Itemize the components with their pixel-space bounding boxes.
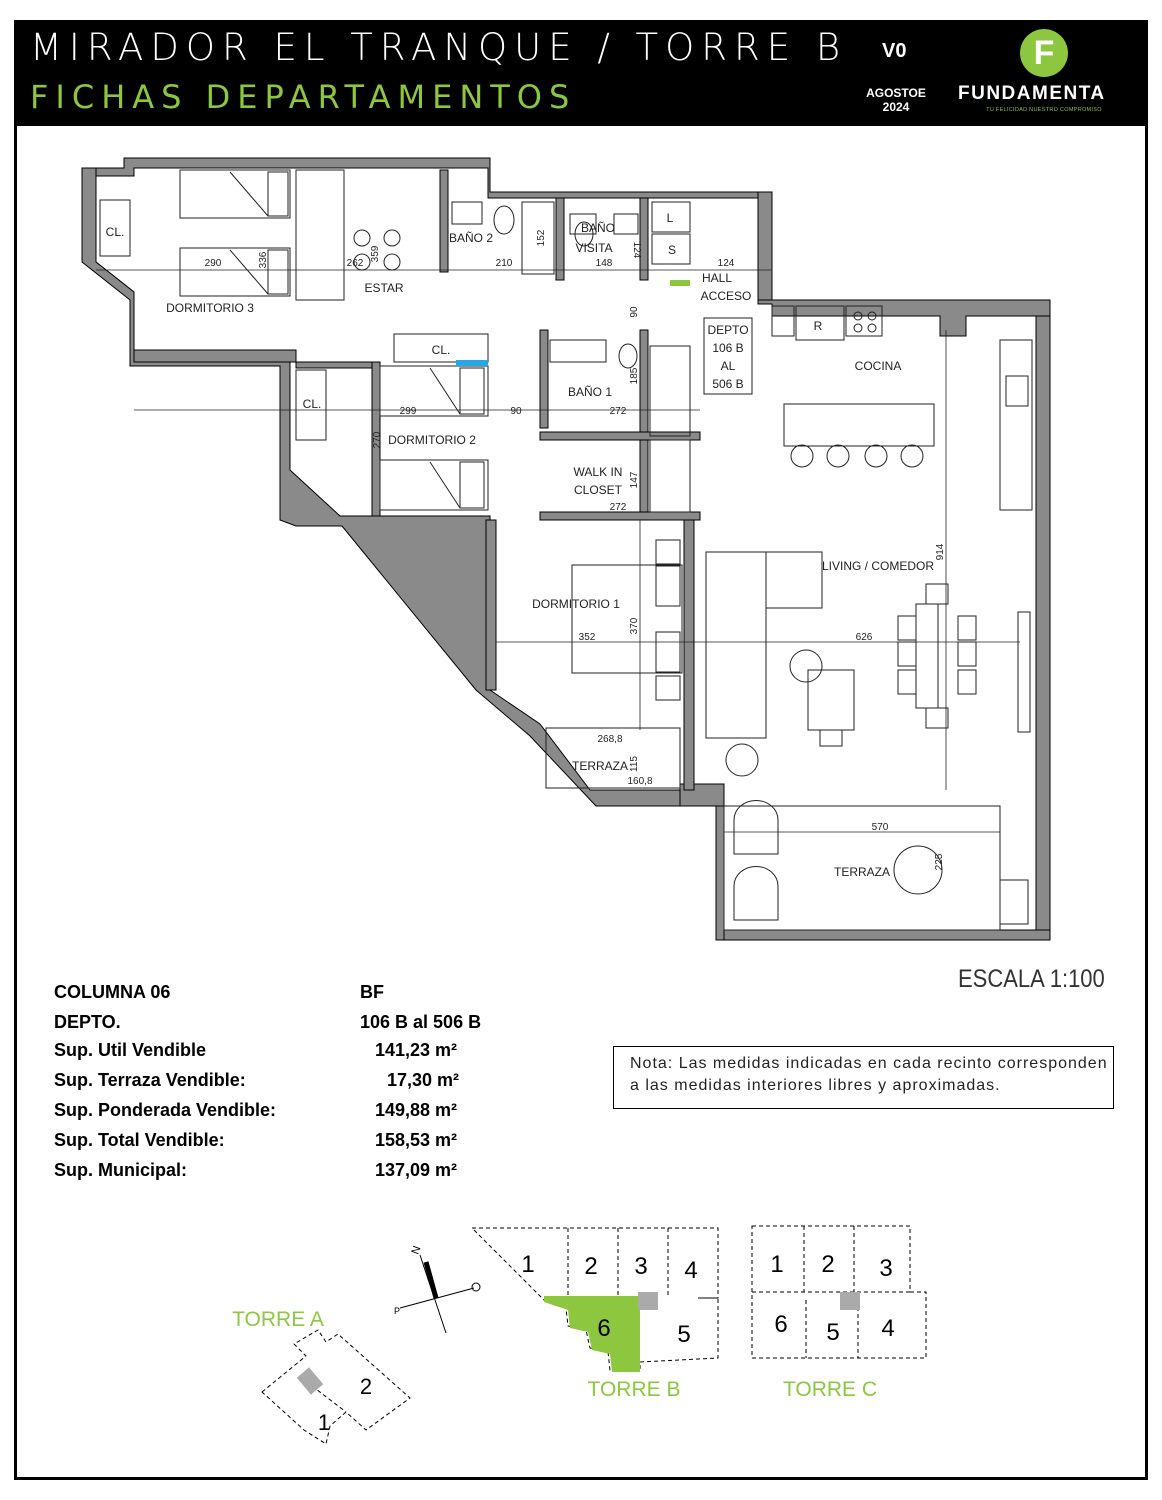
spec-value-municipal: 137,09 m² bbox=[375, 1160, 458, 1180]
room-label-dormitorio-1: DORMITORIO 1 bbox=[532, 597, 620, 611]
dimension-lines bbox=[96, 269, 1020, 833]
dim-336: 336 bbox=[258, 251, 269, 268]
room-label-bano-1: BAÑO 1 bbox=[568, 385, 612, 399]
spec-label-total: Sup. Total Vendible: bbox=[54, 1130, 225, 1150]
dim-352: 352 bbox=[579, 632, 596, 643]
room-label-estar: ESTAR bbox=[364, 281, 403, 295]
dim-268-8: 268,8 bbox=[597, 734, 622, 745]
room-label-bano-visita-1: BAÑO bbox=[581, 221, 615, 235]
window-accent bbox=[456, 360, 488, 366]
spec-value-columna: BF bbox=[360, 982, 384, 1002]
meter-accent bbox=[670, 280, 690, 286]
depto-tag-line-3: AL bbox=[721, 359, 736, 373]
project-subtitle: FICHAS DEPARTAMENTOS bbox=[30, 78, 577, 116]
dim-160-8: 160,8 bbox=[627, 776, 652, 787]
dimension-labels: 290 336 262 359 210 152 148 124 124 90 2… bbox=[205, 229, 946, 870]
header-bar bbox=[14, 20, 1148, 126]
fridge-label: R bbox=[814, 319, 823, 333]
room-label-hall-2: ACCESO bbox=[701, 289, 752, 303]
room-label-cl-2: CL. bbox=[432, 343, 451, 357]
dim-914: 914 bbox=[935, 543, 946, 560]
dim-626: 626 bbox=[856, 632, 873, 643]
room-label-cocina: COCINA bbox=[855, 359, 902, 373]
room-label-bano-visita-2: VISITA bbox=[575, 241, 612, 255]
dim-115: 115 bbox=[629, 756, 640, 772]
spec-label-municipal: Sup. Municipal: bbox=[54, 1160, 187, 1180]
spec-label-ponderada: Sup. Ponderada Vendible: bbox=[54, 1100, 277, 1120]
room-label-walkin-1: WALK IN bbox=[574, 465, 623, 479]
room-label-bano-2: BAÑO 2 bbox=[449, 231, 493, 245]
dim-370: 370 bbox=[629, 617, 640, 634]
room-label-dormitorio-2: DORMITORIO 2 bbox=[388, 433, 476, 447]
date-line-2: 2024 bbox=[882, 100, 910, 114]
floor-plan: DEPTO 106 B AL 506 B CL. DORMITORIO 3 ES… bbox=[81, 157, 1051, 941]
depto-tag-line-1: DEPTO bbox=[707, 323, 748, 337]
dim-272-a: 272 bbox=[610, 406, 627, 417]
room-label-hall-1: HALL bbox=[702, 271, 732, 285]
dim-124-a: 124 bbox=[631, 242, 642, 259]
project-title: MIRADOR EL TRANQUE / TORRE B bbox=[30, 26, 848, 69]
dim-147: 147 bbox=[629, 471, 640, 488]
logo-name: FUNDAMENTA bbox=[958, 83, 1106, 104]
spec-label-columna: COLUMNA 06 bbox=[54, 982, 171, 1002]
dim-225: 225 bbox=[934, 853, 945, 870]
room-label-walkin-2: CLOSET bbox=[574, 483, 623, 497]
scale-label: ESCALA 1:100 bbox=[958, 965, 1105, 993]
note-line-1: Nota: Las medidas indicadas en cada reci… bbox=[630, 1055, 1108, 1072]
dim-290: 290 bbox=[205, 258, 222, 269]
room-label-cl-1: CL. bbox=[106, 225, 125, 239]
dim-90-a: 90 bbox=[629, 306, 640, 318]
room-label-cl-3: CL. bbox=[303, 397, 322, 411]
date-label: AGOSTOE 2024 bbox=[853, 86, 939, 114]
depto-tag-line-2: 106 B bbox=[712, 341, 743, 355]
walls bbox=[81, 157, 1051, 941]
laundry-l-label: L bbox=[667, 211, 674, 225]
dim-210: 210 bbox=[496, 258, 513, 269]
logo-tagline: TU FELICIDAD NUESTRO COMPROMISO bbox=[986, 107, 1102, 113]
dim-359: 359 bbox=[370, 245, 381, 262]
spec-value-util: 141,23 m² bbox=[375, 1040, 458, 1060]
dim-299: 299 bbox=[400, 406, 417, 417]
dim-270: 270 bbox=[372, 431, 383, 448]
spec-label-util: Sup. Util Vendible bbox=[54, 1040, 207, 1060]
laundry-s-label: S bbox=[668, 243, 676, 257]
room-label-dormitorio-3: DORMITORIO 3 bbox=[166, 301, 254, 315]
dim-272-b: 272 bbox=[610, 502, 627, 513]
note-line-2: a las medidas interiores libres y aproxi… bbox=[630, 1077, 1001, 1094]
dim-185: 185 bbox=[629, 367, 640, 384]
depto-tag-line-4: 506 B bbox=[712, 377, 743, 391]
version-label: V0 bbox=[882, 40, 907, 62]
dim-90-b: 90 bbox=[510, 406, 522, 417]
measurement-note: Nota: Las medidas indicadas en cada reci… bbox=[613, 1046, 1114, 1109]
room-label-terraza-small: TERRAZA bbox=[572, 759, 628, 773]
spec-value-ponderada: 149,88 m² bbox=[375, 1100, 458, 1120]
spec-value-total: 158,53 m² bbox=[375, 1130, 458, 1150]
room-label-terraza-big: TERRAZA bbox=[834, 865, 890, 879]
furniture bbox=[99, 169, 1033, 931]
dim-148: 148 bbox=[596, 258, 613, 269]
dim-570: 570 bbox=[872, 822, 889, 833]
depto-tag-box bbox=[703, 317, 753, 395]
room-label-living: LIVING / COMEDOR bbox=[822, 559, 934, 573]
spec-label-depto: DEPTO. bbox=[54, 1012, 121, 1032]
dim-262: 262 bbox=[347, 258, 364, 269]
spec-value-terraza: 17,30 m² bbox=[387, 1070, 460, 1090]
date-line-1: AGOSTOE bbox=[866, 86, 926, 100]
dim-152: 152 bbox=[536, 229, 547, 246]
dim-124-b: 124 bbox=[718, 258, 735, 269]
spec-value-depto: 106 B al 506 B bbox=[360, 1012, 482, 1032]
spec-label-terraza: Sup. Terraza Vendible: bbox=[54, 1070, 246, 1090]
fundamenta-logo-icon: F bbox=[1020, 29, 1068, 77]
